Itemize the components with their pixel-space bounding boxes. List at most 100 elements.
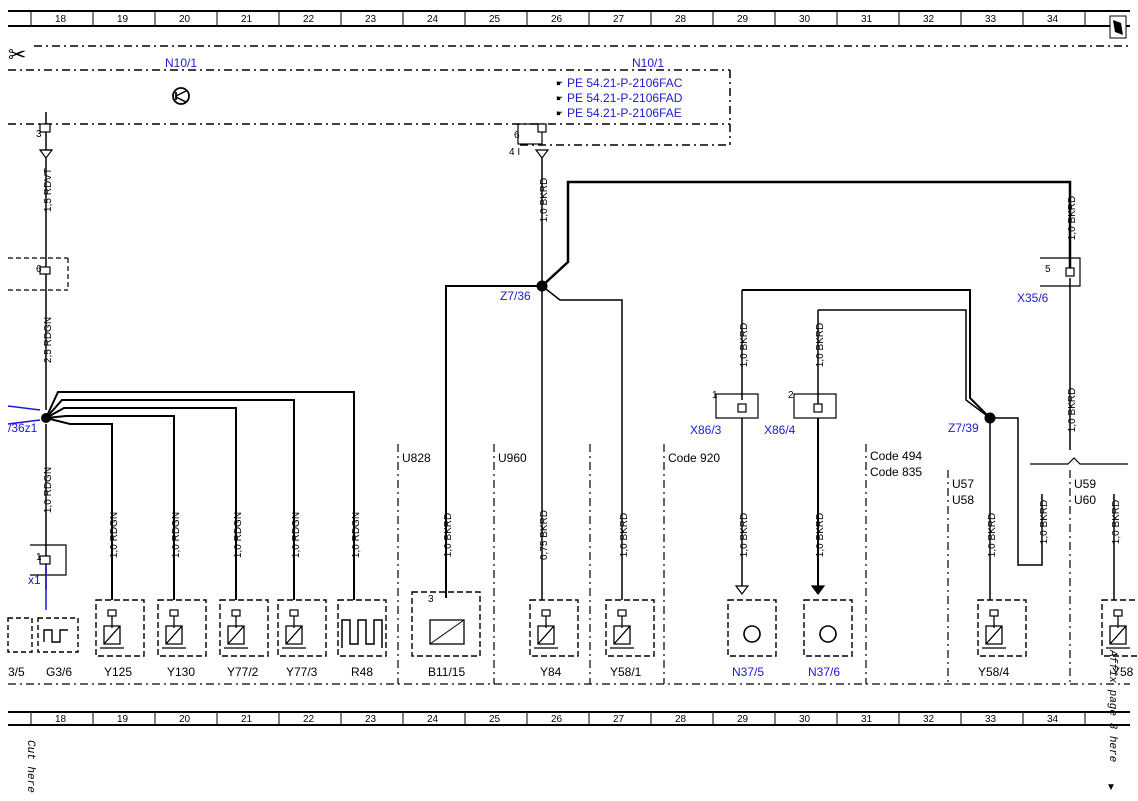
comp-y125-box-valve-icon: [100, 616, 124, 649]
wire-label-w15: 1,0 BKRD: [815, 323, 826, 367]
pin-1b: 1: [712, 390, 718, 401]
ref-icon: ☛: [556, 94, 563, 103]
pin-1a: 1: [36, 552, 42, 563]
comp-y77-2-box-pin: [231, 609, 241, 617]
n10-1-box: [8, 69, 731, 146]
wire-label-w16: 1,0 BKRD: [815, 513, 826, 557]
ruler-col-32: 32: [923, 714, 935, 725]
connector-x86-3: X86/3: [690, 423, 722, 437]
connector-x1: x1: [28, 573, 41, 587]
wire-label-w14: 1,0 BKRD: [739, 513, 750, 557]
pe-refs[interactable]: ☛ PE 54.21-P-2106FAC ☛ PE 54.21-P-2106FA…: [556, 76, 683, 120]
comp-n37-5-box-transistor-icon: [743, 625, 761, 643]
ruler-col-25: 25: [489, 14, 501, 25]
comp-y77-2: Y77/2: [227, 665, 259, 679]
ref-icon: ☛: [556, 109, 563, 118]
code-494: Code 494: [870, 449, 922, 463]
comp-y58-1-box-pin: [617, 609, 627, 617]
code-dividers: [8, 444, 1130, 685]
page-corner-icon: [1113, 20, 1123, 35]
pin-3: 3: [36, 129, 42, 140]
wire-label-w9: 1,0 BKRD: [443, 513, 454, 557]
left-circuit: [7, 112, 69, 610]
splice-z36-left: /36z1: [8, 421, 38, 435]
code-u60: U60: [1074, 493, 1096, 507]
pin-3b: 3: [428, 594, 434, 605]
ruler-col-21: 21: [241, 14, 253, 25]
pe-ref-3[interactable]: PE 54.21-P-2106FAE: [567, 106, 682, 120]
comp-y58-1: Y58/1: [610, 665, 642, 679]
ruler-col-29: 29: [737, 14, 749, 25]
comp-y58-4-box: [977, 599, 1027, 657]
pin-6b: 6: [514, 130, 520, 141]
wire-label-w2: 2,5 RDGN: [43, 317, 54, 363]
connector-x86-4: X86/4: [764, 423, 796, 437]
ruler-col-25: 25: [489, 714, 501, 725]
ruler-col-27: 27: [613, 714, 625, 725]
comp-y58x: Y58: [1112, 665, 1134, 679]
comp-y58-1-box-valve-icon: [610, 616, 634, 649]
comp-y77-3-box-valve-icon: [282, 616, 306, 649]
code-u828: U828: [402, 451, 431, 465]
pin-5: 5: [1045, 264, 1051, 275]
comp-y77-2-box: [219, 599, 269, 657]
ruler-col-26: 26: [551, 714, 563, 725]
center-circuit: [445, 123, 1128, 600]
component-labels: 3/5 G3/6 Y125 Y130 Y77/2 Y77/3 R48 B11/1…: [8, 665, 1134, 679]
comp-y77-3: Y77/3: [286, 665, 318, 679]
cut-here-text: Cut here: [24, 740, 36, 793]
cut-line-top: ✂: [8, 42, 1128, 67]
ruler-col-34: 34: [1047, 14, 1059, 25]
comp-y77-3-box-pin: [289, 609, 299, 617]
comp-n37-6-box: [803, 599, 853, 657]
ruler-col-20: 20: [179, 14, 191, 25]
wire-label-w10: 1,0 BKRD: [539, 178, 550, 222]
comp-r48: R48: [351, 665, 373, 679]
ruler-col-22: 22: [303, 14, 315, 25]
comp-n37-6: N37/6: [808, 665, 840, 679]
comp-y58-4: Y58/4: [978, 665, 1010, 679]
comp-g3-6-box: [37, 617, 79, 653]
ref-icon: ☛: [556, 79, 563, 88]
splice-z7-39: Z7/39: [948, 421, 979, 435]
wire-label-w12: 1,0 BKRD: [619, 513, 630, 557]
ruler-col-26: 26: [551, 14, 563, 25]
wire-label-w19: 1,0 BKRD: [1067, 388, 1078, 432]
comp-y130: Y130: [167, 665, 195, 679]
comp-y125: Y125: [104, 665, 132, 679]
scissors-icon: ✂: [8, 42, 26, 67]
code-u59: U59: [1074, 477, 1096, 491]
code-920: Code 920: [668, 451, 720, 465]
ruler-col-24: 24: [427, 14, 439, 25]
pe-ref-1[interactable]: PE 54.21-P-2106FAC: [567, 76, 683, 90]
ruler-col-23: 23: [365, 14, 377, 25]
wire-label-w8: 1,0 RDGN: [351, 512, 362, 558]
comp-y58-4-box-pin: [989, 609, 999, 617]
pressure-sensor-icon: [429, 619, 465, 645]
wire-label-w5: 1,0 RDGN: [171, 512, 182, 558]
comp-y130-box-pin: [169, 609, 179, 617]
wire-label-w17: 1,0 BKRD: [987, 513, 998, 557]
ruler-col-23: 23: [365, 714, 377, 725]
comp-y58x-box: [1101, 599, 1138, 657]
wire-label-w6: 1,0 RDGN: [233, 512, 244, 558]
ruler-col-28: 28: [675, 14, 687, 25]
wire-label-w21: 1,0 BKRD: [1111, 500, 1122, 544]
comp-b11-15-box: [411, 591, 481, 657]
ruler-col-21: 21: [241, 714, 253, 725]
comp-y130-box: [157, 599, 207, 657]
pe-ref-2[interactable]: PE 54.21-P-2106FAD: [567, 91, 683, 105]
ruler-col-22: 22: [303, 714, 315, 725]
ruler-col-31: 31: [861, 714, 873, 725]
code-u960: U960: [498, 451, 527, 465]
components: [7, 591, 1138, 657]
comp-3-5-box: [7, 617, 33, 653]
ruler-col-30: 30: [799, 714, 811, 725]
pin-4i: 4 I: [509, 147, 520, 158]
comp-r48-box: [337, 599, 387, 657]
wire-label-w7: 1,0 RDGN: [291, 512, 302, 558]
wire-label-w4: 1,0 RDGN: [109, 512, 120, 558]
wire-label-w18: 1,0 BKRD: [1067, 196, 1078, 240]
n10-1-left-label: N10/1: [165, 56, 197, 70]
